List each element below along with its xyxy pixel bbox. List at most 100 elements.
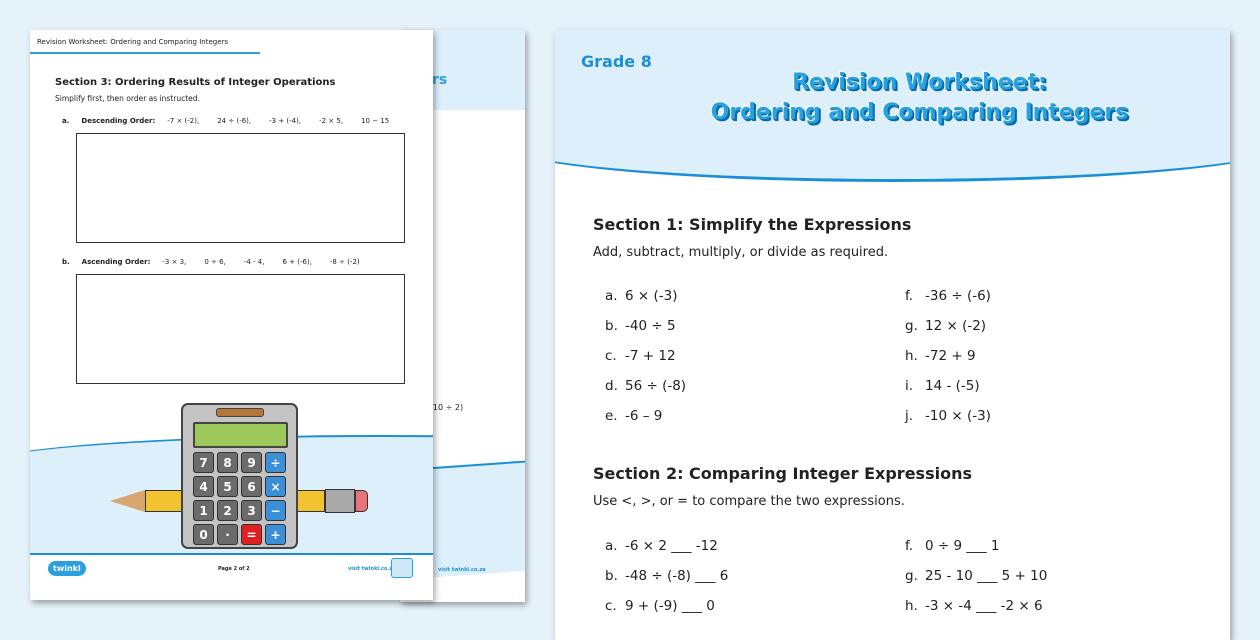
item-expression: -3 × -4 ___ -2 × 6: [925, 598, 1043, 614]
question-item: c. -7 + 12: [605, 348, 676, 364]
calculator-key: 4: [193, 476, 214, 497]
question-label: Descending Order:: [81, 117, 156, 125]
back-footer-url: visit twinkl.co.za: [438, 567, 486, 573]
calculator-key: =: [241, 524, 262, 545]
item-letter: f.: [905, 288, 914, 304]
item-expression: -40 ÷ 5: [625, 318, 676, 334]
question-letter: a.: [62, 117, 70, 125]
item-letter: h.: [905, 348, 918, 364]
page-header: Revision Worksheet: Ordering and Compari…: [37, 38, 229, 46]
calculator-key: ·: [217, 524, 238, 545]
question-letter: b.: [62, 258, 70, 266]
question-item: f. -36 ÷ (-6): [905, 288, 991, 304]
twinkl-logo: twinkl: [48, 561, 86, 576]
item-expression: 0 ÷ 9 ___ 1: [925, 538, 1000, 554]
item-expression: -7 + 12: [625, 348, 676, 364]
title-line-2: Ordering and Comparing Integers: [710, 100, 1129, 125]
calculator-key: −: [265, 500, 286, 521]
item-letter: c.: [605, 598, 617, 614]
item-letter: d.: [605, 378, 618, 394]
item-letter: i.: [905, 378, 914, 394]
item-letter: j.: [905, 408, 914, 424]
section-3-title: Section 3: Ordering Results of Integer O…: [55, 77, 336, 88]
question-item: h. -3 × -4 ___ -2 × 6: [905, 598, 1043, 614]
expr: 0 ÷ 6,: [204, 258, 226, 266]
item-expression: 25 - 10 ___ 5 + 10: [925, 568, 1048, 584]
calculator-key: 2: [217, 500, 238, 521]
answer-box-b[interactable]: [76, 274, 405, 384]
page-number: Page 2 of 2: [218, 566, 250, 572]
question-item: d. 56 ÷ (-8): [605, 378, 686, 394]
calculator-key: 7: [193, 452, 214, 473]
question-b: b. Ascending Order: -3 × 3, 0 ÷ 6, -4 - …: [62, 258, 378, 266]
item-expression: -36 ÷ (-6): [925, 288, 991, 304]
item-letter: a.: [605, 288, 618, 304]
calculator-key: 9: [241, 452, 262, 473]
section-2-instruction: Use <, >, or = to compare the two expres…: [593, 494, 905, 509]
section-2-title: Section 2: Comparing Integer Expressions: [593, 464, 972, 483]
section-1-title: Section 1: Simplify the Expressions: [593, 215, 912, 234]
item-expression: 56 ÷ (-8): [625, 378, 687, 394]
back-title-fragment: rs: [432, 72, 448, 88]
section-1-instruction: Add, subtract, multiply, or divide as re…: [593, 245, 889, 260]
expr: -3 × 3,: [162, 258, 187, 266]
expr: 10 − 15: [361, 117, 390, 125]
back-text-fragment: -10 ÷ 2): [430, 403, 464, 412]
header-band: [555, 30, 1230, 182]
calculator-key: ×: [265, 476, 286, 497]
calculator-key: 1: [193, 500, 214, 521]
question-item: f. 0 ÷ 9 ___ 1: [905, 538, 1000, 554]
item-expression: -48 ÷ (-8) ___ 6: [625, 568, 729, 584]
right-page: Grade 8 Revision Worksheet: Ordering and…: [555, 30, 1230, 640]
grade-label: Grade 8: [581, 52, 652, 71]
item-letter: e.: [605, 408, 618, 424]
calculator-key: 5: [217, 476, 238, 497]
front-page: Revision Worksheet: Ordering and Compari…: [30, 30, 433, 600]
item-letter: a.: [605, 538, 618, 554]
item-letter: b.: [605, 318, 618, 334]
expr: -7 × (-2),: [167, 117, 200, 125]
question-item: j.-10 × (-3): [905, 408, 991, 424]
item-letter: g.: [905, 568, 918, 584]
question-item: a. -6 × 2 ___ -12: [605, 538, 718, 554]
item-letter: c.: [605, 348, 617, 364]
item-expression: -6 × 2 ___ -12: [625, 538, 718, 554]
item-expression: 14 - (-5): [925, 378, 980, 394]
header-divider: [30, 52, 260, 54]
item-expression: 12 × (-2): [925, 318, 987, 334]
expr: 6 + (-6),: [282, 258, 312, 266]
item-expression: -72 + 9: [925, 348, 976, 364]
question-item: e. -6 – 9: [605, 408, 662, 424]
item-expression: 6 × (-3): [625, 288, 678, 304]
calculator-key: ÷: [265, 452, 286, 473]
answer-box-a[interactable]: [76, 133, 405, 243]
expr: -3 + (-4),: [269, 117, 302, 125]
title-line-1: Revision Worksheet:: [792, 70, 1047, 95]
calculator-key: 8: [217, 452, 238, 473]
question-item: g.12 × (-2): [905, 318, 986, 334]
expr: -2 × 5,: [319, 117, 344, 125]
question-item: c. 9 + (-9) ___ 0: [605, 598, 715, 614]
question-item: g. 25 - 10 ___ 5 + 10: [905, 568, 1047, 584]
question-item: i. 14 - (-5): [905, 378, 980, 394]
question-item: a. 6 × (-3): [605, 288, 677, 304]
section-3-instruction: Simplify first, then order as instructed…: [55, 94, 200, 103]
question-label: Ascending Order:: [81, 258, 151, 266]
question-item: b. -40 ÷ 5: [605, 318, 676, 334]
item-expression: 9 + (-9) ___ 0: [625, 598, 715, 614]
item-letter: b.: [605, 568, 618, 584]
expr: 24 ÷ (-6),: [217, 117, 252, 125]
item-letter: h.: [905, 598, 918, 614]
question-a: a. Descending Order: -7 × (-2), 24 ÷ (-6…: [62, 117, 407, 125]
question-item: b. -48 ÷ (-8) ___ 6: [605, 568, 728, 584]
item-letter: f.: [905, 538, 914, 554]
worksheet-title: Revision Worksheet: Ordering and Compari…: [555, 68, 1230, 128]
calculator-key: 3: [241, 500, 262, 521]
footer-url[interactable]: visit twinkl.co.za: [348, 566, 396, 572]
question-item: h. -72 + 9: [905, 348, 976, 364]
twinkl-badge-icon: [391, 558, 413, 578]
item-expression: -6 – 9: [625, 408, 663, 424]
expr: -8 ÷ (-2): [329, 258, 360, 266]
calculator-key: 6: [241, 476, 262, 497]
